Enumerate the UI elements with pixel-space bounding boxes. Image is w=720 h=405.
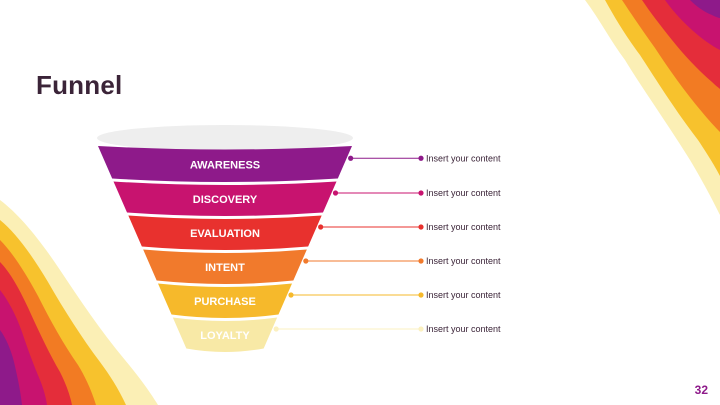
funnel-stage-evaluation [128, 215, 322, 250]
funnel-stage-label: LOYALTY [200, 330, 250, 342]
callout-text: Insert your content [426, 188, 501, 198]
callout-dot [418, 224, 424, 230]
callout-dot [332, 190, 339, 196]
slide-title: Funnel [36, 70, 123, 100]
page-number: 32 [694, 383, 708, 397]
funnel-stage-label: EVALUATION [190, 228, 260, 240]
funnel-stage-purchase [157, 283, 293, 318]
callout-text: Insert your content [426, 256, 501, 266]
funnel-stage-loyalty [172, 317, 278, 352]
callout-dot [418, 258, 424, 264]
callout-dot [418, 326, 424, 332]
callout-dot [418, 190, 424, 196]
callout-text: Insert your content [426, 324, 501, 334]
funnel-stage-discovery [113, 181, 337, 216]
callout-dot [418, 292, 424, 298]
callout-text: Insert your content [426, 290, 501, 300]
bottom-left-wave [0, 200, 158, 405]
funnel-stage-intent [143, 249, 307, 284]
callout-text: Insert your content [426, 222, 501, 232]
funnel-stage-label: AWARENESS [190, 159, 260, 171]
funnel-stage-awareness [98, 146, 352, 182]
callout-dot [273, 326, 279, 332]
funnel-stage-label: INTENT [205, 262, 245, 274]
funnel-stage-label: PURCHASE [194, 296, 256, 308]
callout-dot [418, 155, 424, 161]
funnel-rim [97, 125, 353, 151]
callout-text: Insert your content [426, 153, 501, 163]
callout-dot [348, 155, 354, 161]
funnel: AWARENESS DISCOVERY EVALUATION INTENT PURCHA… [97, 125, 501, 352]
callout-dot [288, 292, 294, 298]
callout-dot [318, 224, 324, 230]
callout-dot [303, 258, 309, 264]
top-right-wave [585, 0, 720, 215]
funnel-stage-label: DISCOVERY [193, 194, 258, 206]
